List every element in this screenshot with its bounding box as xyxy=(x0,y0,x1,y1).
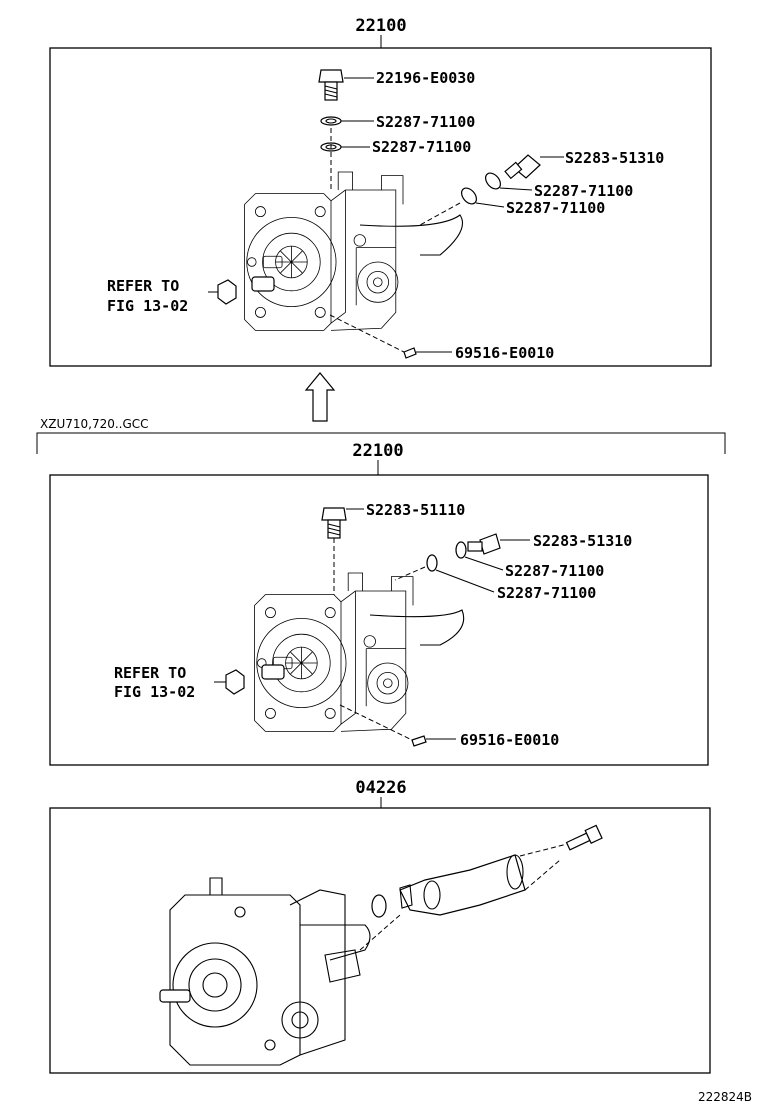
section-3: 04226 xyxy=(49,778,711,1074)
label-washer-a: S2287-71100 xyxy=(376,113,475,131)
leader-gasket-a-2 xyxy=(464,556,504,571)
bolt-s2283 xyxy=(321,507,347,539)
label-union-bolt-2: S2283-51310 xyxy=(533,532,632,550)
label-refer-3: REFER TO xyxy=(114,664,186,682)
pin xyxy=(403,347,417,359)
gasket-a xyxy=(485,172,501,190)
label-refer-2: FIG 13-02 xyxy=(107,297,188,315)
up-arrow-icon xyxy=(304,372,336,422)
pump-assembly-illustration-2 xyxy=(254,572,465,732)
fuel-pipe xyxy=(359,214,464,256)
figure-code: 222824B xyxy=(698,1090,752,1104)
label-union-bolt: S2283-51310 xyxy=(565,149,664,167)
section-1-frame xyxy=(49,47,712,367)
label-bolt-2: S2283-51110 xyxy=(366,501,465,519)
pump-illustration-3 xyxy=(159,877,371,1066)
label-washer-b: S2287-71100 xyxy=(372,138,471,156)
pump-assembly-illustration xyxy=(244,171,464,331)
gasket-b xyxy=(461,187,477,205)
gear-nut-2 xyxy=(225,669,245,695)
label-pin-2: 69516-E0010 xyxy=(460,731,559,749)
washer-a xyxy=(320,116,342,126)
label-gasket-a: S2287-71100 xyxy=(534,182,633,200)
section-3-frame xyxy=(49,807,711,1074)
gear-nut xyxy=(217,279,237,305)
label-bolt: 22196-E0030 xyxy=(376,69,475,87)
leader-gasket-b-2 xyxy=(435,569,495,593)
section-1: 22100 22196-E0030 S2287-71100 S2287-7110… xyxy=(49,16,712,367)
solenoid-bolt xyxy=(565,824,603,851)
section-3-title: 04226 xyxy=(355,778,406,798)
section-2: 22100 S2283-51110 S2283-51310 S2287-7110… xyxy=(49,441,709,766)
label-gasket-a-2: S2287-71100 xyxy=(505,562,604,580)
solenoid-valve xyxy=(399,854,526,916)
union-bolt-2 xyxy=(467,533,501,555)
shaft xyxy=(251,276,275,292)
label-gasket-b: S2287-71100 xyxy=(506,199,605,217)
section-1-title: 22100 xyxy=(355,16,406,36)
pin-2 xyxy=(411,735,427,747)
label-refer-1: REFER TO xyxy=(107,277,179,295)
section-2-title: 22100 xyxy=(352,441,403,461)
leader-gasket-b xyxy=(475,202,505,208)
label-pin: 69516-E0010 xyxy=(455,344,554,362)
variant-note: XZU710,720..GCC xyxy=(40,417,149,431)
label-refer-4: FIG 13-02 xyxy=(114,683,195,701)
label-gasket-b-2: S2287-71100 xyxy=(497,584,596,602)
section-2-frame xyxy=(49,474,709,766)
o-ring xyxy=(371,894,387,918)
gasket-b-2 xyxy=(426,554,438,572)
variant-bracket xyxy=(36,432,726,454)
leader-gasket-a xyxy=(499,187,533,191)
gasket-a-2 xyxy=(455,541,467,559)
bolt-22196 xyxy=(318,69,344,101)
union-bolt xyxy=(504,154,541,180)
